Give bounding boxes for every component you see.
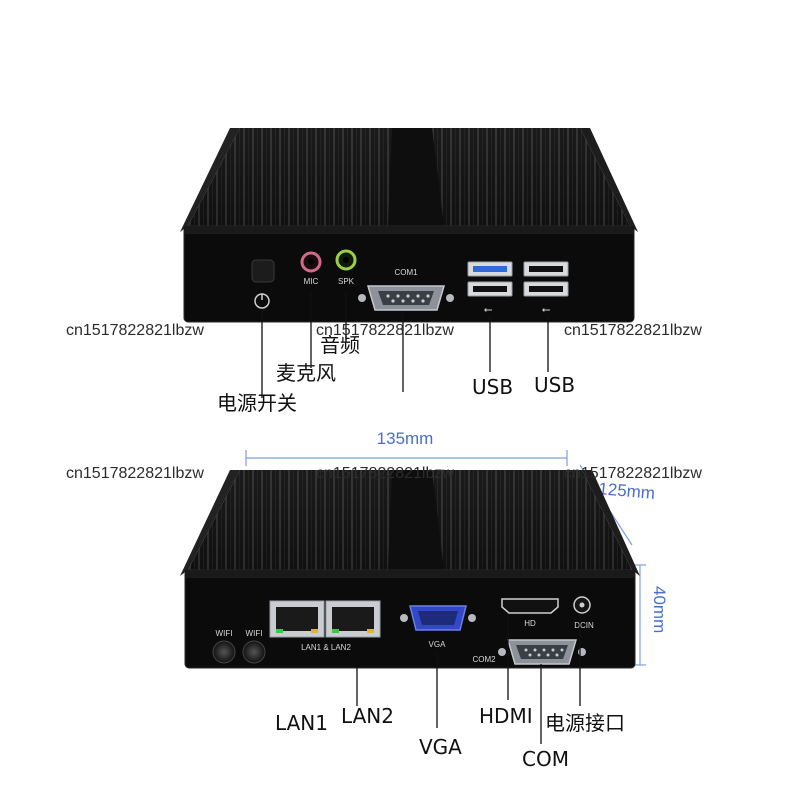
usb-right-callout: USB <box>534 373 575 397</box>
height-dimension: 40mm <box>650 586 669 633</box>
lan-port-label: LAN1 & LAN2 <box>301 643 351 652</box>
watermark-text: cn1517822821lbzw <box>564 465 702 482</box>
power-button-top[interactable] <box>251 259 275 309</box>
bottom-device: WIFI WIFI LAN1 & LAN2 VGA <box>180 470 640 771</box>
wifi-antenna-left[interactable]: WIFI <box>212 629 236 664</box>
wifi-left-label: WIFI <box>216 629 233 638</box>
vga-callout: VGA <box>419 735 462 759</box>
hd-port-label: HD <box>524 619 536 628</box>
mic-jack[interactable]: MIC <box>300 251 322 286</box>
lan-ports[interactable]: LAN1 & LAN2 <box>269 600 381 652</box>
usb-symbol-icon: ⭠ <box>542 303 551 316</box>
watermark-text: cn1517822821lbzw <box>316 465 454 482</box>
vga-port-label: VGA <box>429 640 447 649</box>
hdmi-callout: HDMI <box>479 704 533 728</box>
usb-ports-right[interactable]: ⭠ <box>523 261 569 316</box>
power-switch-callout: 电源开关 <box>217 391 297 415</box>
mic-callout: 麦克风 <box>276 361 336 385</box>
top-device: MIC SPK COM1 ⭠ <box>180 128 638 415</box>
watermarks: cn1517822821lbzw cn1517822821lbzw cn1517… <box>66 322 702 482</box>
com2-port-label: COM2 <box>472 655 496 664</box>
wifi-antenna-right[interactable]: WIFI <box>242 629 266 664</box>
watermark-text: cn1517822821lbzw <box>66 322 204 339</box>
width-dimension: 135mm <box>377 429 434 448</box>
lan1-callout: LAN1 <box>275 711 328 735</box>
depth-dimension: 125mm <box>598 479 656 503</box>
dc-in-port[interactable]: DCIN <box>573 596 594 630</box>
top-leader-lines <box>261 292 549 398</box>
com1-port-label: COM1 <box>394 268 418 277</box>
hdmi-port[interactable]: HD <box>501 598 559 628</box>
usb-symbol-icon: ⭠ <box>484 303 493 316</box>
mic-port-label: MIC <box>304 277 319 286</box>
dcin-port-label: DCIN <box>574 621 594 630</box>
spk-port-label: SPK <box>338 277 355 286</box>
lan2-callout: LAN2 <box>341 704 394 728</box>
watermark-text: cn1517822821lbzw <box>564 322 702 339</box>
com-callout: COM <box>522 747 569 771</box>
watermark-text: cn1517822821lbzw <box>316 322 454 339</box>
vga-port[interactable]: VGA <box>400 605 476 649</box>
usb-ports-left[interactable]: ⭠ <box>467 261 513 316</box>
bottom-leader-lines <box>356 614 581 744</box>
audio-callout: 音频 <box>320 333 360 357</box>
power-jack-callout: 电源接口 <box>545 711 625 735</box>
wifi-right-label: WIFI <box>246 629 263 638</box>
watermark-text: cn1517822821lbzw <box>66 465 204 482</box>
speaker-jack[interactable]: SPK <box>335 249 357 286</box>
com2-port[interactable]: COM2 <box>472 639 586 665</box>
com1-port[interactable]: COM1 <box>358 268 454 311</box>
usb-left-callout: USB <box>472 375 513 399</box>
